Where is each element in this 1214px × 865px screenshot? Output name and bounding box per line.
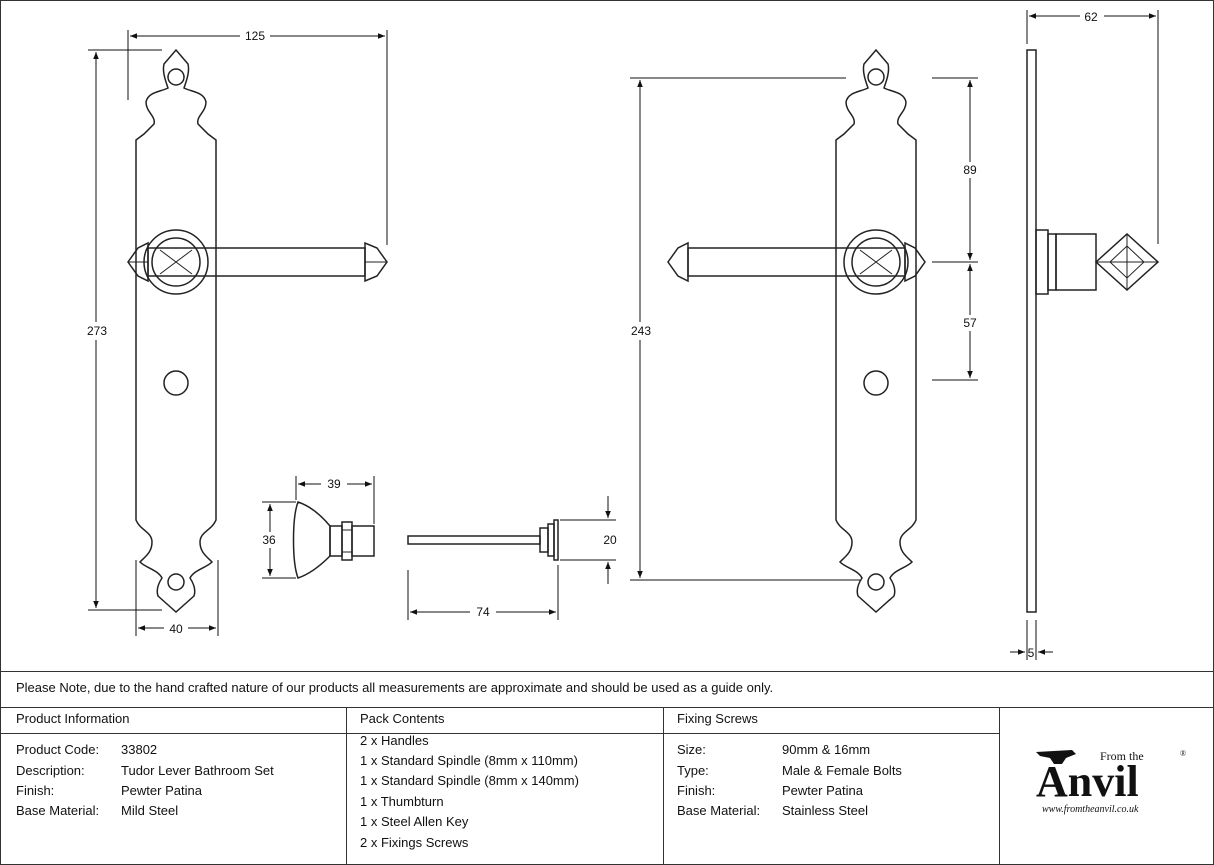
divider — [346, 707, 347, 865]
list-item: 1 x Thumbturn — [360, 794, 444, 809]
fixing-screws-title: Fixing Screws — [677, 711, 758, 726]
row-value: Pewter Patina — [121, 783, 202, 798]
anvil-icon — [1036, 750, 1076, 764]
row-value: Stainless Steel — [782, 803, 868, 818]
dim-front-height: 273 — [87, 324, 107, 338]
side-profile — [1026, 49, 1160, 613]
logo-url: www.fromtheanvil.co.uk — [1042, 804, 1139, 815]
list-item: Finish: Pewter Patina — [16, 783, 202, 798]
list-item: Base Material: Stainless Steel — [677, 803, 868, 818]
back-plate — [667, 48, 926, 614]
row-value: Tudor Lever Bathroom Set — [121, 763, 274, 778]
dim-projection: 62 — [1084, 10, 1098, 24]
list-item: 2 x Fixings Screws — [360, 835, 469, 850]
technical-drawing: 125 273 40 39 36 20 74 — [86, 10, 1160, 660]
dim-front-base-width: 40 — [169, 622, 183, 636]
dim-upper-to-lever: 89 — [963, 163, 977, 177]
list-item: 1 x Steel Allen Key — [360, 814, 469, 829]
spindle — [407, 519, 559, 561]
dim-spindle-rose: 20 — [603, 533, 617, 547]
row-value: Pewter Patina — [782, 783, 863, 798]
divider — [0, 707, 1214, 708]
product-info-title: Product Information — [16, 711, 130, 726]
row-label: Base Material: — [677, 803, 761, 818]
dim-thumbturn-length: 39 — [327, 477, 341, 491]
divider — [999, 707, 1000, 865]
list-item: Finish: Pewter Patina — [677, 783, 863, 798]
list-item: Type: Male & Female Bolts — [677, 763, 902, 778]
list-item: 1 x Standard Spindle (8mm x 140mm) — [360, 773, 579, 788]
list-item: 2 x Handles — [360, 733, 429, 748]
list-item: Base Material: Mild Steel — [16, 803, 178, 818]
dim-thumbturn-diameter: 36 — [262, 533, 276, 547]
divider — [0, 671, 1214, 672]
row-label: Product Code: — [16, 742, 100, 757]
list-item: 1 x Standard Spindle (8mm x 110mm) — [360, 753, 578, 768]
logo-from-text: From the — [1100, 749, 1144, 763]
logo-brand: Anvil — [1036, 757, 1139, 806]
row-label: Type: — [677, 763, 709, 778]
row-value: 90mm & 16mm — [782, 742, 871, 757]
row-label: Finish: — [16, 783, 55, 798]
row-value: Male & Female Bolts — [782, 763, 902, 778]
dim-lever-to-hole: 57 — [963, 316, 977, 330]
front-plate — [127, 48, 388, 614]
list-item: Product Code: 33802 — [16, 742, 157, 757]
thumbturn — [292, 501, 375, 579]
dim-spindle-length: 74 — [476, 605, 490, 619]
row-label: Base Material: — [16, 803, 100, 818]
dim-front-width: 125 — [245, 29, 265, 43]
row-label: Size: — [677, 742, 706, 757]
dim-plate-thickness: 5 — [1028, 646, 1035, 660]
divider — [663, 707, 664, 865]
row-value: Mild Steel — [121, 803, 179, 818]
list-item: Size: 90mm & 16mm — [677, 742, 870, 757]
row-value: 33802 — [121, 742, 158, 757]
disclaimer-note: Please Note, due to the hand crafted nat… — [16, 680, 774, 695]
dim-back-height: 243 — [631, 324, 651, 338]
list-item: Description: Tudor Lever Bathroom Set — [16, 763, 274, 778]
row-label: Finish: — [677, 783, 716, 798]
row-label: Description: — [16, 763, 85, 778]
logo-reg: ® — [1180, 749, 1186, 758]
pack-contents-title: Pack Contents — [360, 711, 445, 726]
divider — [0, 733, 1000, 734]
brand-logo: From the ® Anvil www.fromtheanvil.co.uk — [1036, 749, 1186, 815]
